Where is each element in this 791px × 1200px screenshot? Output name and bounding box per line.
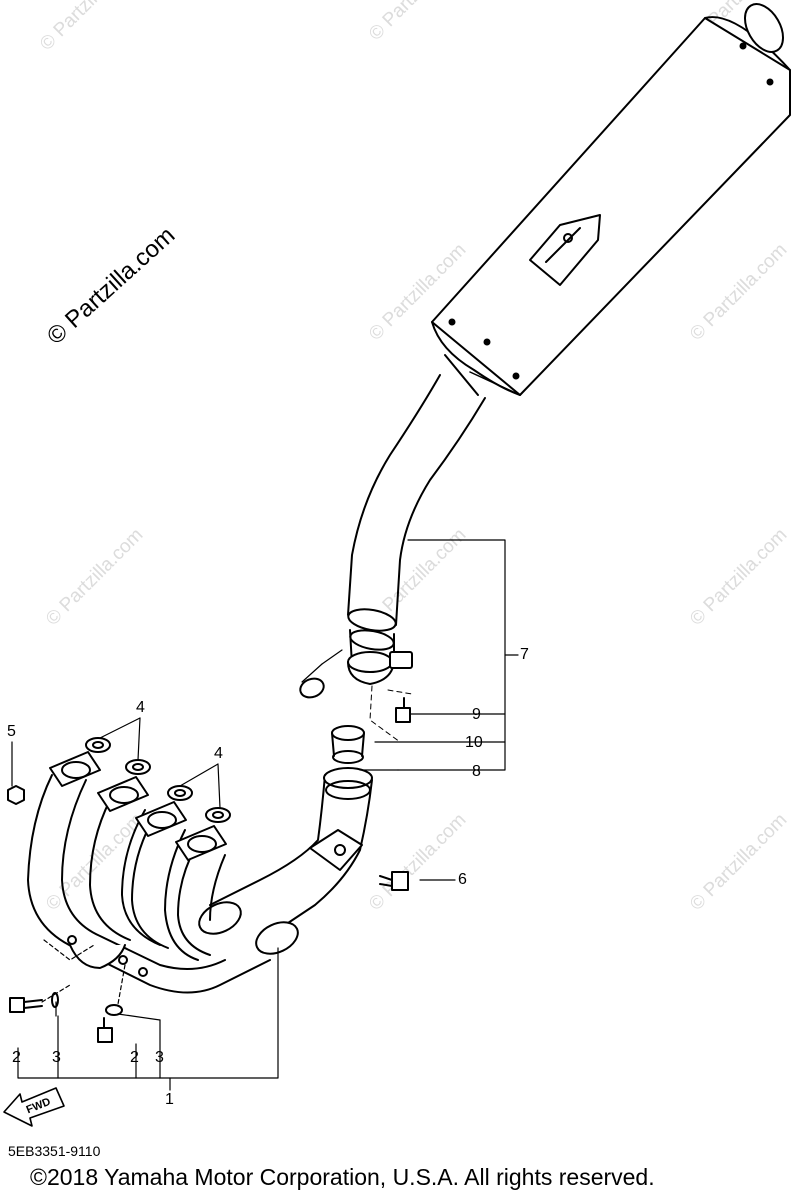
exhaust-gaskets <box>85 737 231 823</box>
clamp <box>347 651 413 685</box>
callout-2: 2 <box>12 1049 21 1066</box>
nut <box>299 649 343 699</box>
header-flanges <box>49 751 227 861</box>
callout-4: 4 <box>214 745 223 762</box>
callout-9: 9 <box>472 706 481 723</box>
callout-5: 5 <box>7 723 16 740</box>
leader-lines <box>11 539 519 1091</box>
bolts-2 <box>9 997 113 1043</box>
washers-3 <box>51 992 123 1016</box>
nut-5 <box>7 785 25 805</box>
callout-3: 3 <box>52 1049 61 1066</box>
fwd-arrow <box>3 1087 65 1127</box>
callout-6: 6 <box>458 871 467 888</box>
callout-2: 2 <box>130 1049 139 1066</box>
callout-3: 3 <box>155 1049 164 1066</box>
copyright-notice: ©2018 Yamaha Motor Corporation, U.S.A. A… <box>30 1164 655 1190</box>
muffler <box>347 3 791 669</box>
gasket <box>331 725 365 764</box>
callout-10: 10 <box>465 734 483 751</box>
callout-8: 8 <box>472 763 481 780</box>
callout-7: 7 <box>520 646 529 663</box>
callout-4: 4 <box>136 699 145 716</box>
bolt-9 <box>395 697 411 723</box>
diagram-code: 5EB3351-9110 <box>8 1143 101 1159</box>
bolt-6 <box>379 871 409 891</box>
callout-1: 1 <box>165 1091 174 1108</box>
exhaust-header <box>27 751 373 994</box>
